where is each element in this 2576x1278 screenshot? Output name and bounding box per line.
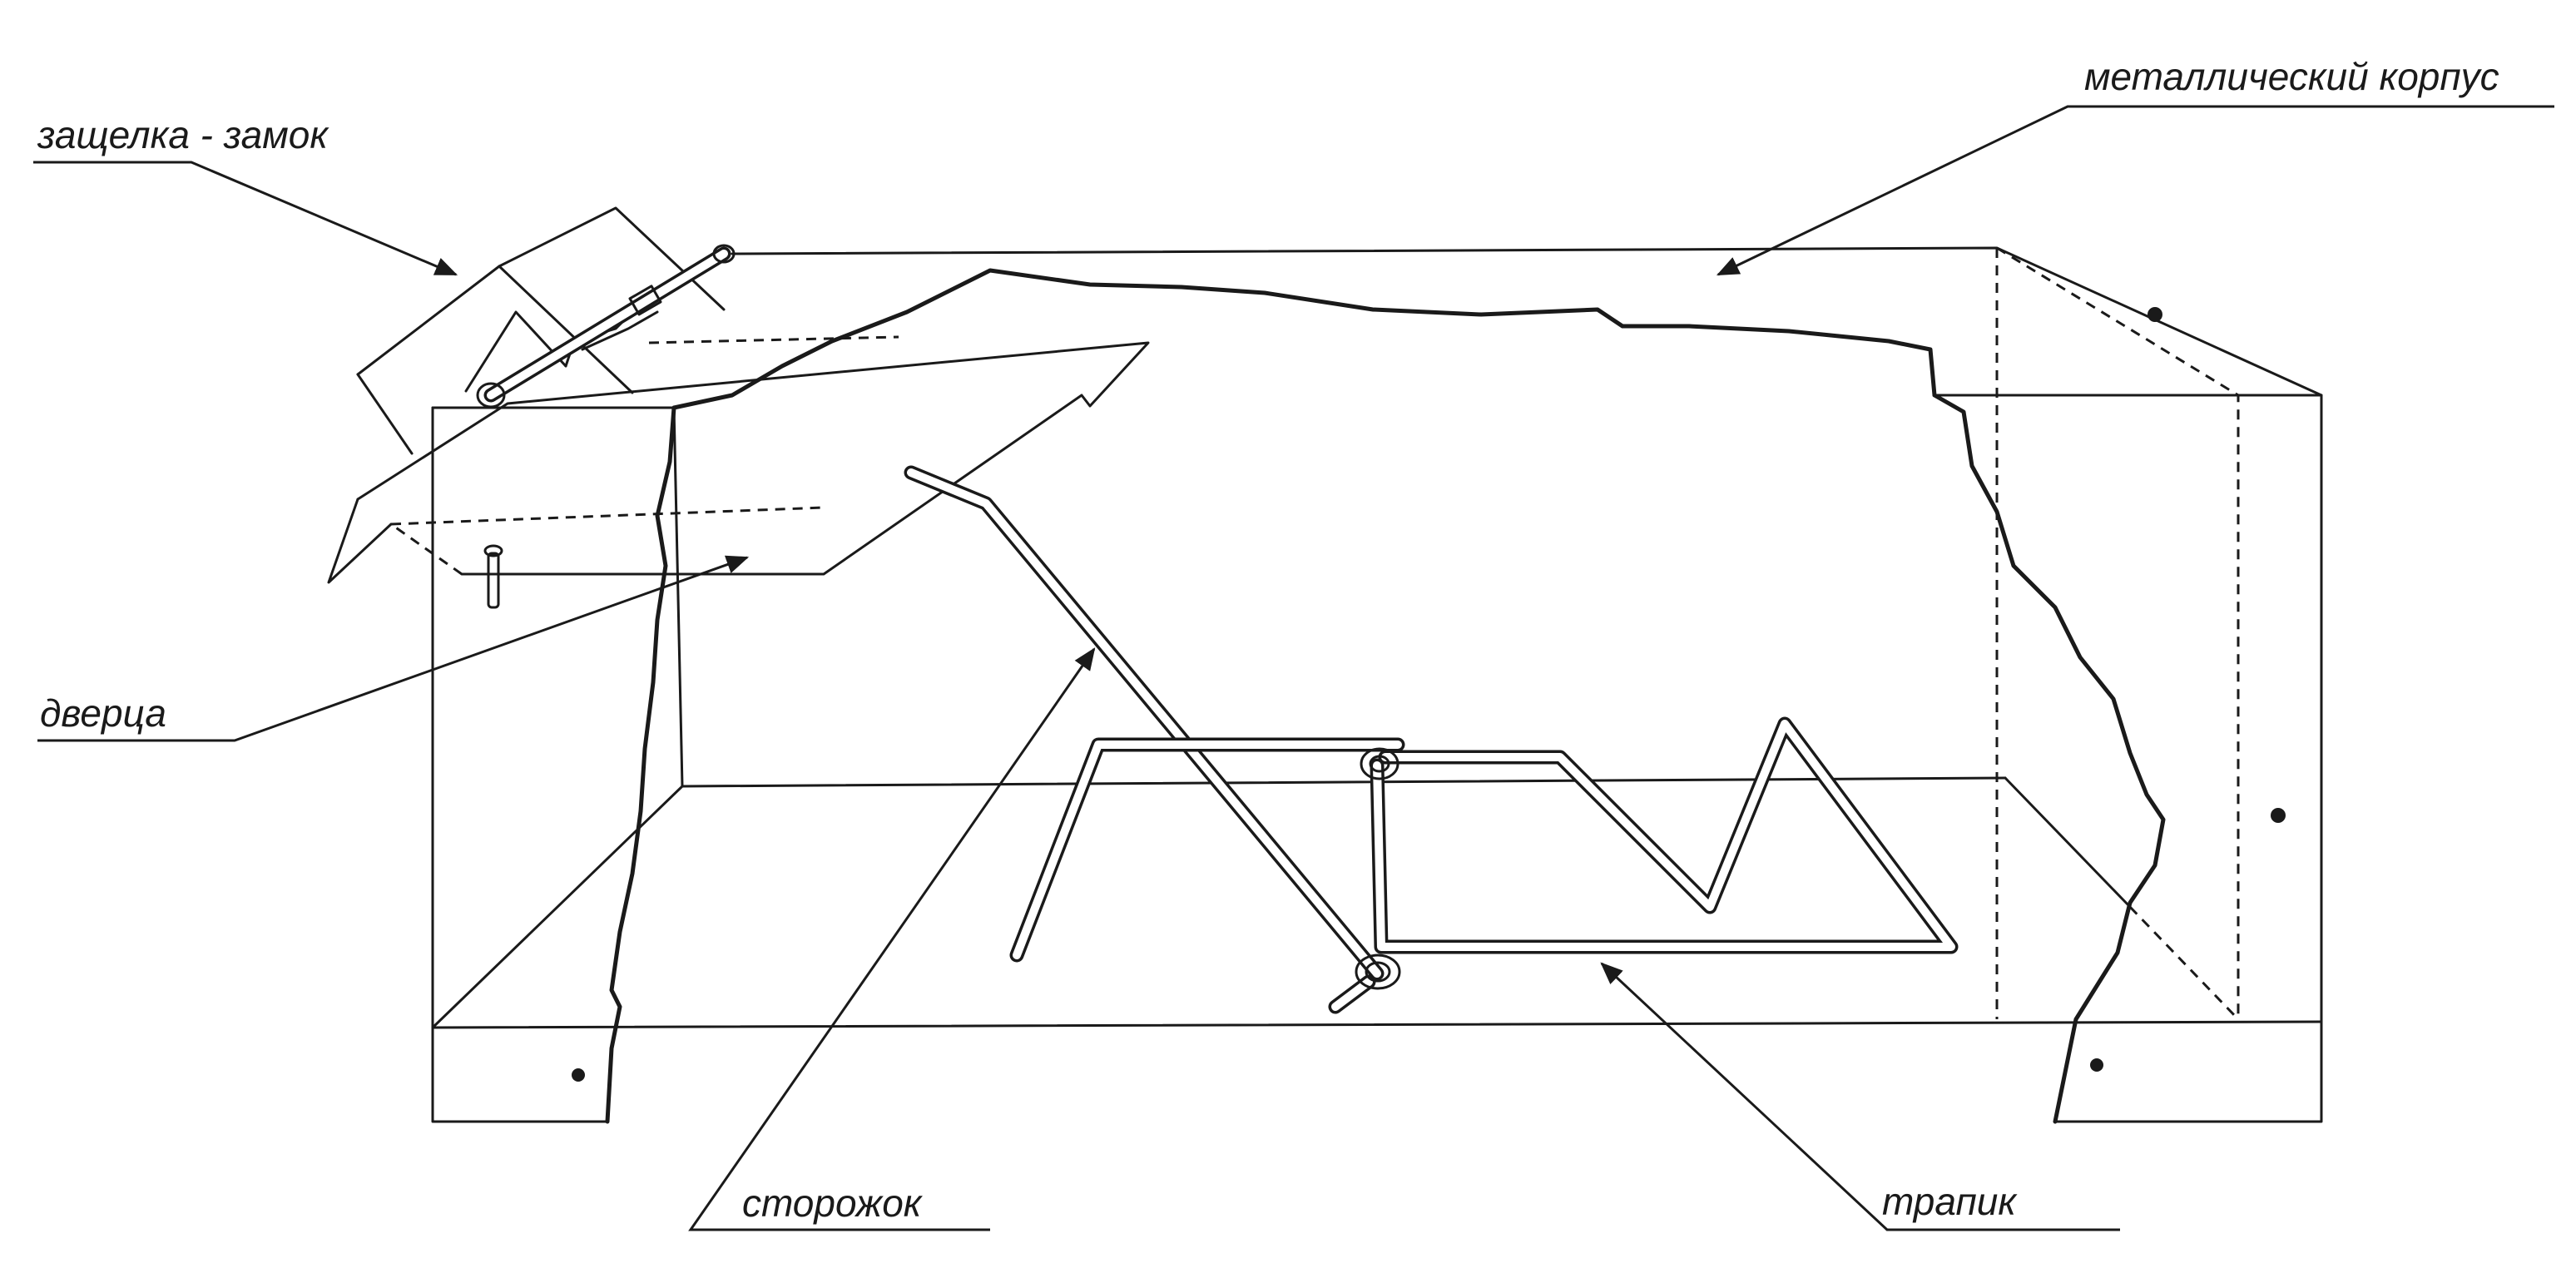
bolt-icon (2271, 808, 2286, 823)
leaders (33, 105, 2554, 1231)
guard-rod (904, 465, 1401, 1014)
door (327, 335, 1150, 609)
label-latch-lock: защелка - замок (37, 113, 329, 156)
label-door: дверца (40, 691, 166, 735)
latch-lock (356, 206, 736, 455)
bolt-icon (2090, 1058, 2103, 1072)
label-metal-body: металлический корпус (2084, 55, 2499, 98)
label-ladder: трапик (1882, 1180, 2018, 1223)
ladder-rod (1009, 716, 1959, 963)
bolt-icon (2147, 307, 2162, 322)
label-guard: сторожок (742, 1181, 924, 1225)
metal-body (431, 246, 2323, 1124)
bolt-icon (572, 1068, 585, 1082)
